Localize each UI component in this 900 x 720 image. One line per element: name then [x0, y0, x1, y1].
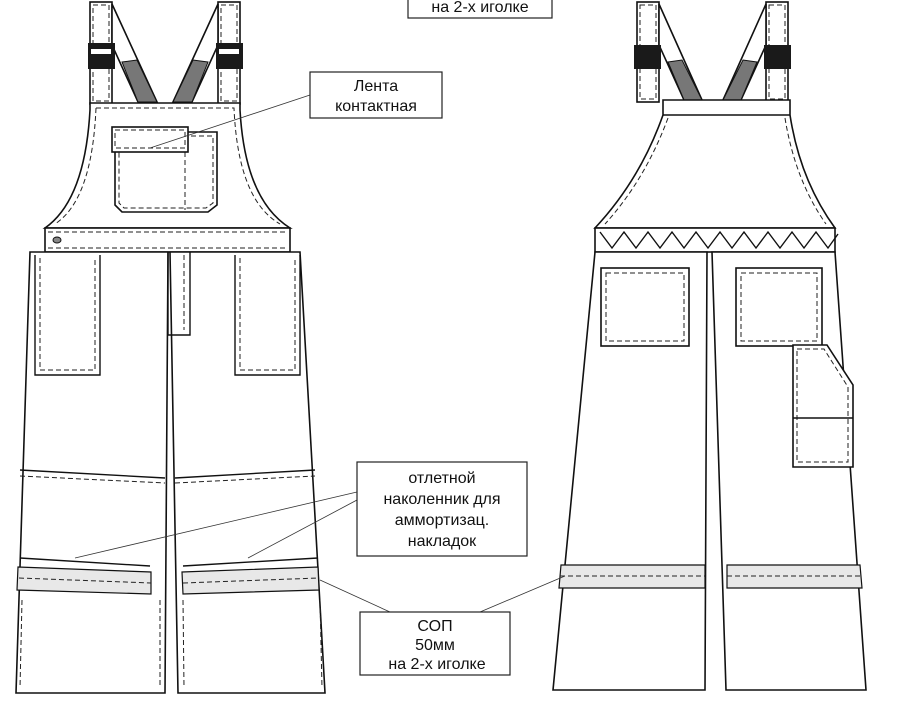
- front-straps: [88, 1, 243, 105]
- strap-buckle: [216, 43, 243, 69]
- back-bib: [593, 99, 837, 229]
- svg-text:50мм: 50мм: [415, 637, 455, 654]
- svg-text:на 2-х иголке: на 2-х иголке: [431, 0, 528, 16]
- bib-pocket: [111, 126, 218, 213]
- back-waistband: [594, 227, 836, 253]
- leader-lines: [74, 94, 566, 613]
- top-note-text: на 2-х иголке: [431, 0, 528, 16]
- back-pocket: [600, 267, 690, 347]
- front-legs: [15, 251, 326, 694]
- svg-text:наколенник для: наколенник для: [383, 491, 500, 508]
- label-line: 50мм: [415, 637, 455, 654]
- label-line: на 2-х иголке: [388, 656, 485, 673]
- svg-text:аммортизац.: аммортизац.: [395, 512, 489, 529]
- label-line: контактная: [335, 98, 417, 115]
- label-reflective-band: СОП 50мм на 2-х иголке: [359, 611, 511, 676]
- svg-text:на 2-х иголке: на 2-х иголке: [388, 656, 485, 673]
- svg-text:отлетной: отлетной: [408, 470, 475, 487]
- side-pocket: [792, 344, 854, 468]
- label-top-note: на 2-х иголке: [407, 0, 553, 19]
- label-line: отлетной: [408, 470, 475, 487]
- back-pocket: [735, 267, 823, 347]
- label-knee-pad: отлетной наколенник для аммортизац. накл…: [356, 461, 528, 557]
- svg-text:СОП: СОП: [417, 618, 452, 635]
- label-line: СОП: [417, 618, 452, 635]
- label-contact-tape: Лента контактная: [309, 71, 443, 119]
- label-line: Лента: [354, 78, 398, 95]
- front-view: [15, 1, 326, 694]
- back-view: [552, 1, 867, 691]
- button-icon: [52, 236, 62, 244]
- svg-text:Лента: Лента: [354, 78, 398, 95]
- label-line: наколенник для: [383, 491, 500, 508]
- svg-text:накладок: накладок: [408, 533, 477, 550]
- label-line: аммортизац.: [395, 512, 489, 529]
- strap-buckle: [88, 43, 115, 69]
- svg-text:контактная: контактная: [335, 98, 417, 115]
- label-line: накладок: [408, 533, 477, 550]
